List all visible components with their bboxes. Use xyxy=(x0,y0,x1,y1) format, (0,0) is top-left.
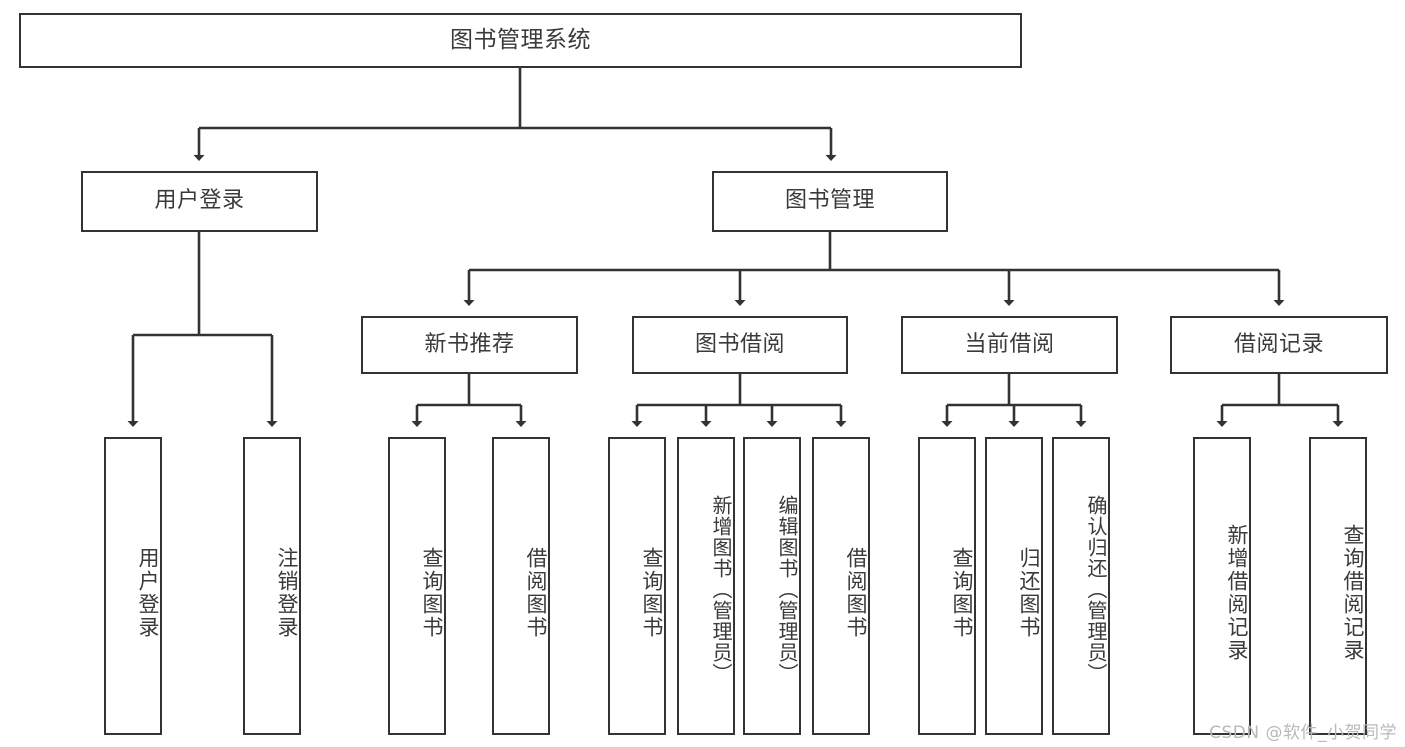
leaf-user-login-login[interactable]: 用户登录 xyxy=(104,437,162,735)
node-new-book-recommend[interactable]: 新书推荐 xyxy=(361,316,578,374)
node-label: 注销登录 xyxy=(275,547,299,639)
leaf-current-borrow-confirm-return[interactable]: 确认归还（管理员） xyxy=(1052,437,1110,735)
leaf-new-book-query[interactable]: 查询图书 xyxy=(388,437,446,735)
leaf-borrow-record-query[interactable]: 查询借阅记录 xyxy=(1309,437,1367,735)
leaf-user-login-logout[interactable]: 注销登录 xyxy=(243,437,301,735)
node-label: 图书借阅 xyxy=(694,331,785,357)
node-user-login[interactable]: 用户登录 xyxy=(81,171,318,232)
node-label: 查询图书 xyxy=(950,547,974,639)
node-borrow-record[interactable]: 借阅记录 xyxy=(1170,316,1388,374)
leaf-new-book-borrow[interactable]: 借阅图书 xyxy=(492,437,550,735)
node-label: 新增借阅记录 xyxy=(1225,524,1249,662)
node-label: 新增图书（管理员） xyxy=(709,494,733,684)
node-label: 借阅图书 xyxy=(524,547,548,639)
node-label: 图书管理 xyxy=(784,188,875,214)
node-label: 查询图书 xyxy=(640,547,664,639)
node-root-system[interactable]: 图书管理系统 xyxy=(19,13,1022,68)
node-label: 用户登录 xyxy=(136,547,160,639)
node-label: 确认归还（管理员） xyxy=(1084,494,1108,684)
leaf-borrow-record-add[interactable]: 新增借阅记录 xyxy=(1193,437,1251,735)
leaf-current-borrow-query[interactable]: 查询图书 xyxy=(918,437,976,735)
node-book-borrow[interactable]: 图书借阅 xyxy=(632,316,848,374)
node-label: 新书推荐 xyxy=(424,331,515,357)
node-book-management[interactable]: 图书管理 xyxy=(712,171,948,232)
node-label: 当前借阅 xyxy=(964,331,1055,357)
node-label: 归还图书 xyxy=(1017,547,1041,639)
node-current-borrow[interactable]: 当前借阅 xyxy=(901,316,1118,374)
node-label: 用户登录 xyxy=(154,188,245,214)
node-label: 查询借阅记录 xyxy=(1341,524,1365,662)
leaf-book-borrow-add[interactable]: 新增图书（管理员） xyxy=(677,437,735,735)
node-label: 借阅图书 xyxy=(844,547,868,639)
node-label: 图书管理系统 xyxy=(450,26,591,53)
node-label: 借阅记录 xyxy=(1233,331,1324,357)
leaf-book-borrow-query[interactable]: 查询图书 xyxy=(608,437,666,735)
leaf-book-borrow-borrow[interactable]: 借阅图书 xyxy=(812,437,870,735)
leaf-current-borrow-return[interactable]: 归还图书 xyxy=(985,437,1043,735)
node-label: 编辑图书（管理员） xyxy=(775,494,799,684)
leaf-book-borrow-edit[interactable]: 编辑图书（管理员） xyxy=(743,437,801,735)
node-label: 查询图书 xyxy=(420,547,444,639)
watermark-text: CSDN @软件_小贺同学 xyxy=(1209,723,1397,743)
